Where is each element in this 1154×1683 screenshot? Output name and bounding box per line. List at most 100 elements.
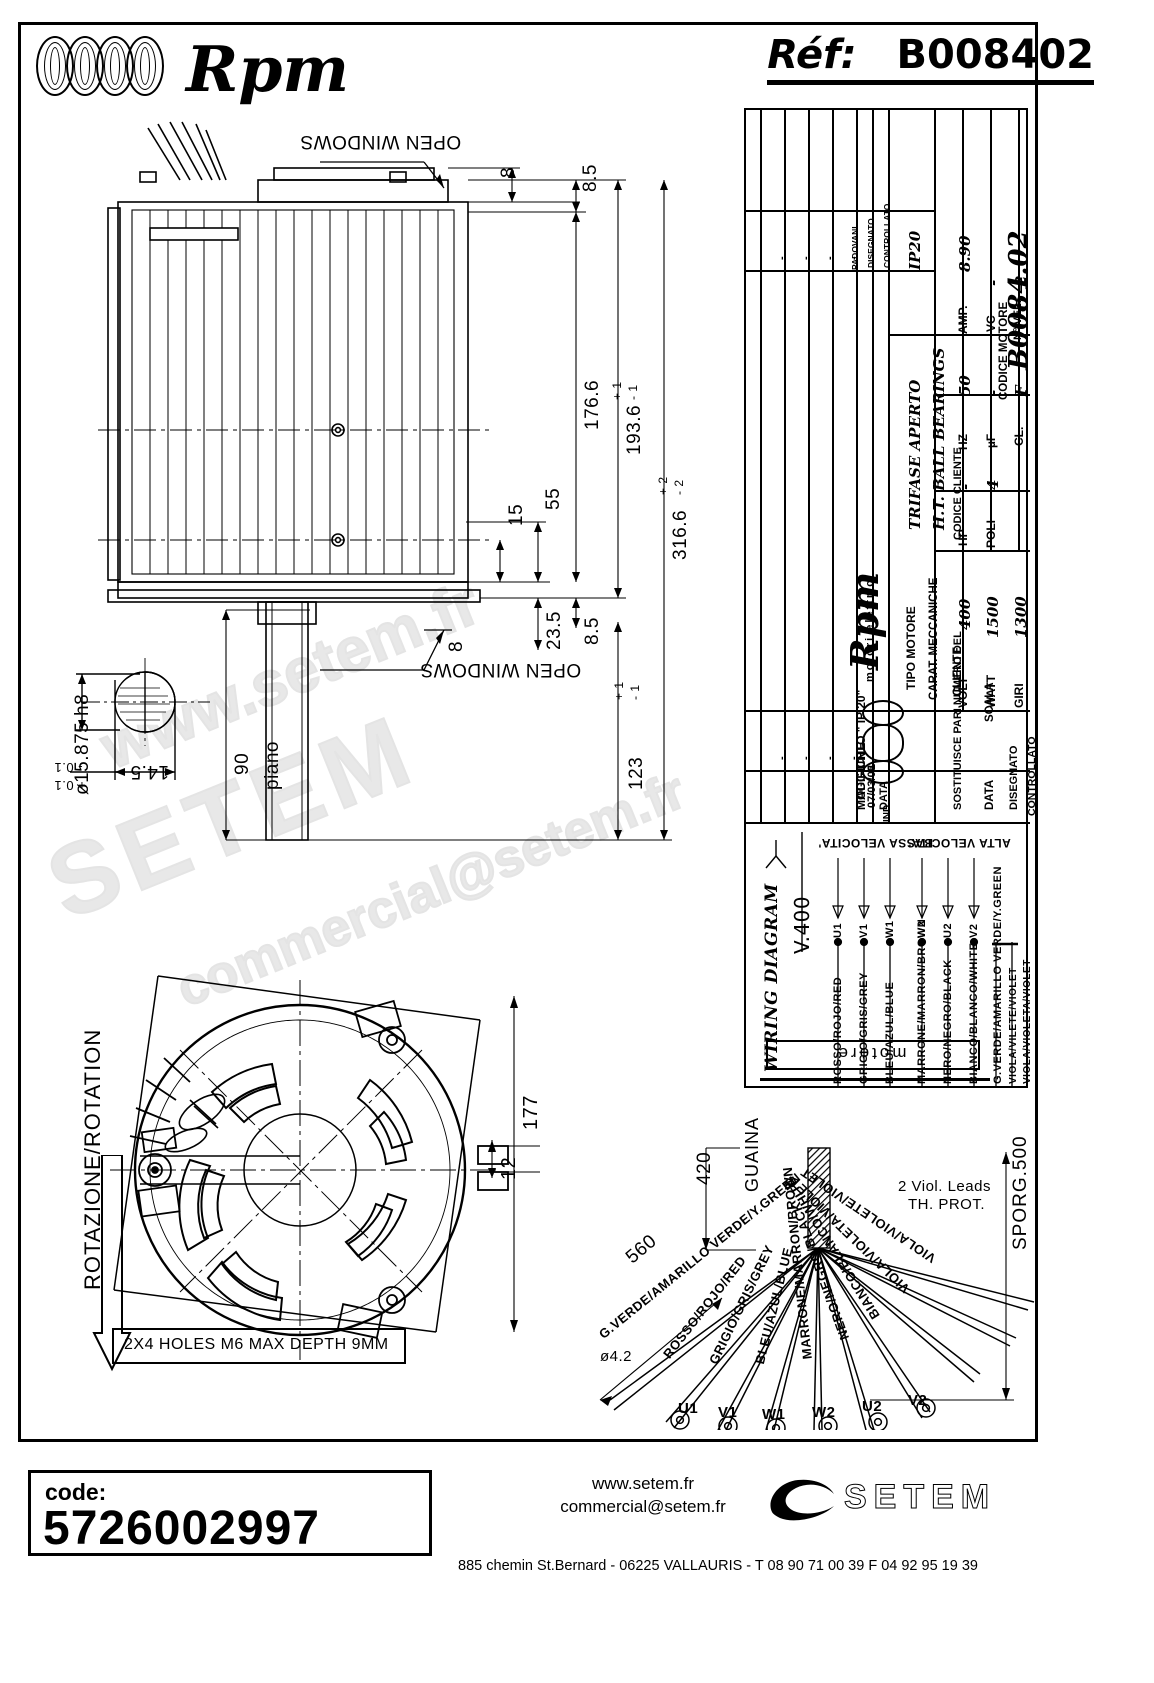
dim-123-tol-plus: + 1 <box>612 681 626 700</box>
holes-note-label: 2X4 HOLES M6 MAX DEPTH 9MM <box>124 1336 389 1353</box>
setem-swoosh-icon <box>770 1479 834 1521</box>
harness-dim-420: 420 <box>694 1151 715 1185</box>
tb-label-codice-cliente: CODICE CLIENTE <box>952 447 964 540</box>
harness-tag-u2: U2 <box>862 1398 883 1415</box>
motore-label: motore <box>835 1044 907 1063</box>
wiring-colour-earth: G.VERDE/AMARILLO VERDE/Y.GREEN <box>992 866 1004 1084</box>
tb-dash-1: - <box>848 256 860 260</box>
tb-label-giri: GIRI <box>1012 683 1026 708</box>
tb-label-disegnato2: DISEGNATO <box>1008 745 1020 810</box>
key-tol-plus: + 0.1 <box>54 778 86 793</box>
code-box: code: 5726002997 <box>28 1470 432 1556</box>
harness-sporg-label: SPORG.500 <box>1010 1135 1031 1250</box>
title-block: CONTROLLATO DISEGNATO PADOVANI IP20 MODI… <box>744 108 1038 1088</box>
tb-value-watt: 1500 <box>984 596 1002 638</box>
harness-tag-u1: U1 <box>678 1400 699 1417</box>
key-tol-minus: - 0.1 <box>54 760 83 775</box>
footer-address: 885 chemin St.Bernard - 06225 VALLAURIS … <box>458 1558 978 1574</box>
motor-front-view <box>110 975 540 1360</box>
open-windows-bottom-label: OPEN WINDOWS <box>420 659 582 680</box>
harness-thprot-line1: 2 Viol. Leads <box>898 1178 991 1195</box>
rpm-logo: Rpm <box>36 30 366 101</box>
tb-value-disegnato: PADOVANI <box>850 226 860 270</box>
harness-guaina-label: GUAINA <box>742 1116 762 1192</box>
holes-note-box: 2X4 HOLES M6 MAX DEPTH 9MM <box>112 1328 406 1364</box>
harness-thprot-line2: TH. PROT. <box>908 1196 986 1213</box>
tb-label-amp: AMP. <box>956 305 970 334</box>
ref-label: Réf: <box>767 32 857 78</box>
tb-value-vc: - <box>984 279 1002 286</box>
dim-316-6-tol-minus: - 2 <box>672 479 686 495</box>
tb-brand-coil-icon <box>862 700 904 784</box>
dim-193-6-tol-minus: - 1 <box>626 384 640 400</box>
tb-brand-sub: motori elettrici <box>864 573 876 682</box>
dim-123-tol-minus: - 1 <box>628 684 642 700</box>
tb-dash-3: - <box>800 256 812 260</box>
footer: code: 5726002997 www.setem.fr commercial… <box>18 1462 1038 1662</box>
dim-face-12: 12 <box>498 1156 520 1180</box>
piano-label: piano <box>262 741 283 790</box>
dim-193-6-tol-plus: + 1 <box>610 381 624 400</box>
wiring-terminal-tag-v2: V2 <box>968 923 980 938</box>
tb-header-ind: IND <box>882 804 893 822</box>
harness-tag-v1: V1 <box>718 1404 738 1421</box>
dim-face-177: 177 <box>520 1095 542 1130</box>
open-windows-top-label: OPEN WINDOWS <box>300 131 462 152</box>
dim-top-8-5: 8.5 <box>580 164 601 192</box>
dim-bottom-8: 8 <box>446 640 467 652</box>
footer-website[interactable]: www.setem.fr <box>591 1474 695 1493</box>
footer-email[interactable]: commercial@setem.fr <box>560 1497 726 1516</box>
key-width-label: 14.5 <box>130 761 169 782</box>
dim-316-6-tol-plus: + 2 <box>656 476 670 495</box>
tb-dash-2: - <box>824 256 836 260</box>
tb-value-controllato: IP20 <box>906 230 924 270</box>
ref-value: B008402 <box>896 32 1094 78</box>
wiring-terminal-tag-w1: W1 <box>884 920 896 939</box>
tb-value-carat: H.T. BALL BEARINGS <box>930 347 948 530</box>
rotation-arrow-icon <box>92 1155 132 1372</box>
reference-block: Réf: B008402 <box>767 32 1094 85</box>
dim-193-6: 193.6 <box>624 404 645 455</box>
wiring-terminal-tag-u2: U2 <box>942 922 954 938</box>
tb-header-controllato: CONTROLLATO <box>882 203 892 268</box>
tb-value-hz: 50 <box>956 375 974 396</box>
tb-rev-dash-c: - <box>800 756 812 760</box>
wiring-colour-violet-1: VIOLA/VILETE/VIOLET <box>1008 967 1019 1084</box>
tb-value-cl: F <box>1012 385 1030 396</box>
wiring-diagram-graphic <box>765 832 1018 1088</box>
dim-23-5: 23.5 <box>544 611 565 650</box>
tb-rev-dash-b: - <box>824 756 836 760</box>
dim-123: 123 <box>626 756 647 790</box>
wiring-diagram: WIRING DIAGRAM V.400 BASSA VELOCITA' ALT… <box>746 822 1033 1088</box>
motore-underline <box>760 1078 990 1081</box>
dim-176-6: 176.6 <box>582 379 603 430</box>
harness-tag-w1: W1 <box>762 1406 786 1423</box>
setem-logo: SETEM <box>758 1470 1028 1526</box>
code-value: 5726002997 <box>43 1502 320 1555</box>
dim-316-6: 316.6 <box>670 509 691 560</box>
tb-label-controllato2: CONTROLLATO <box>1026 736 1038 816</box>
motore-box: motore <box>766 1040 980 1070</box>
tb-label-sostituisce: SOSTITUISCE PARI NUMERO DEL <box>952 631 964 810</box>
drawing-frame <box>18 22 1038 1442</box>
harness-tag-v2: V2 <box>908 1392 928 1409</box>
tb-value-poli: 4 <box>984 479 1002 490</box>
tb-value-tipo-motore: TRIFASE APERTO <box>906 379 924 530</box>
dim-top-8: 8 <box>498 166 519 178</box>
tb-label-cl: CL. <box>1012 426 1026 446</box>
tb-value-amp: 8.90 <box>956 235 974 272</box>
harness-tag-w2: W2 <box>812 1404 836 1421</box>
tb-label-vc: VC <box>984 315 998 332</box>
wiring-colour-violet-2: VIOLA/VIOLETA/VIOLET <box>1022 959 1033 1084</box>
tb-label-data2: DATA <box>984 779 996 810</box>
harness-dia-label: ø4.2 <box>600 1348 633 1365</box>
wiring-group-high-label: ALTA VELOCITA' <box>908 836 1011 850</box>
tb-rev-dash-a: - <box>848 756 860 760</box>
tb-dash-4: - <box>776 256 788 260</box>
piano-dim: 90 <box>232 752 253 775</box>
code-label: code: <box>45 1479 107 1505</box>
tb-label-carat: CARAT. MECCANICHE <box>928 577 940 700</box>
tb-label-scala: SCALA <box>984 682 996 722</box>
tb-header-disegnato: DISEGNATO <box>866 218 876 268</box>
